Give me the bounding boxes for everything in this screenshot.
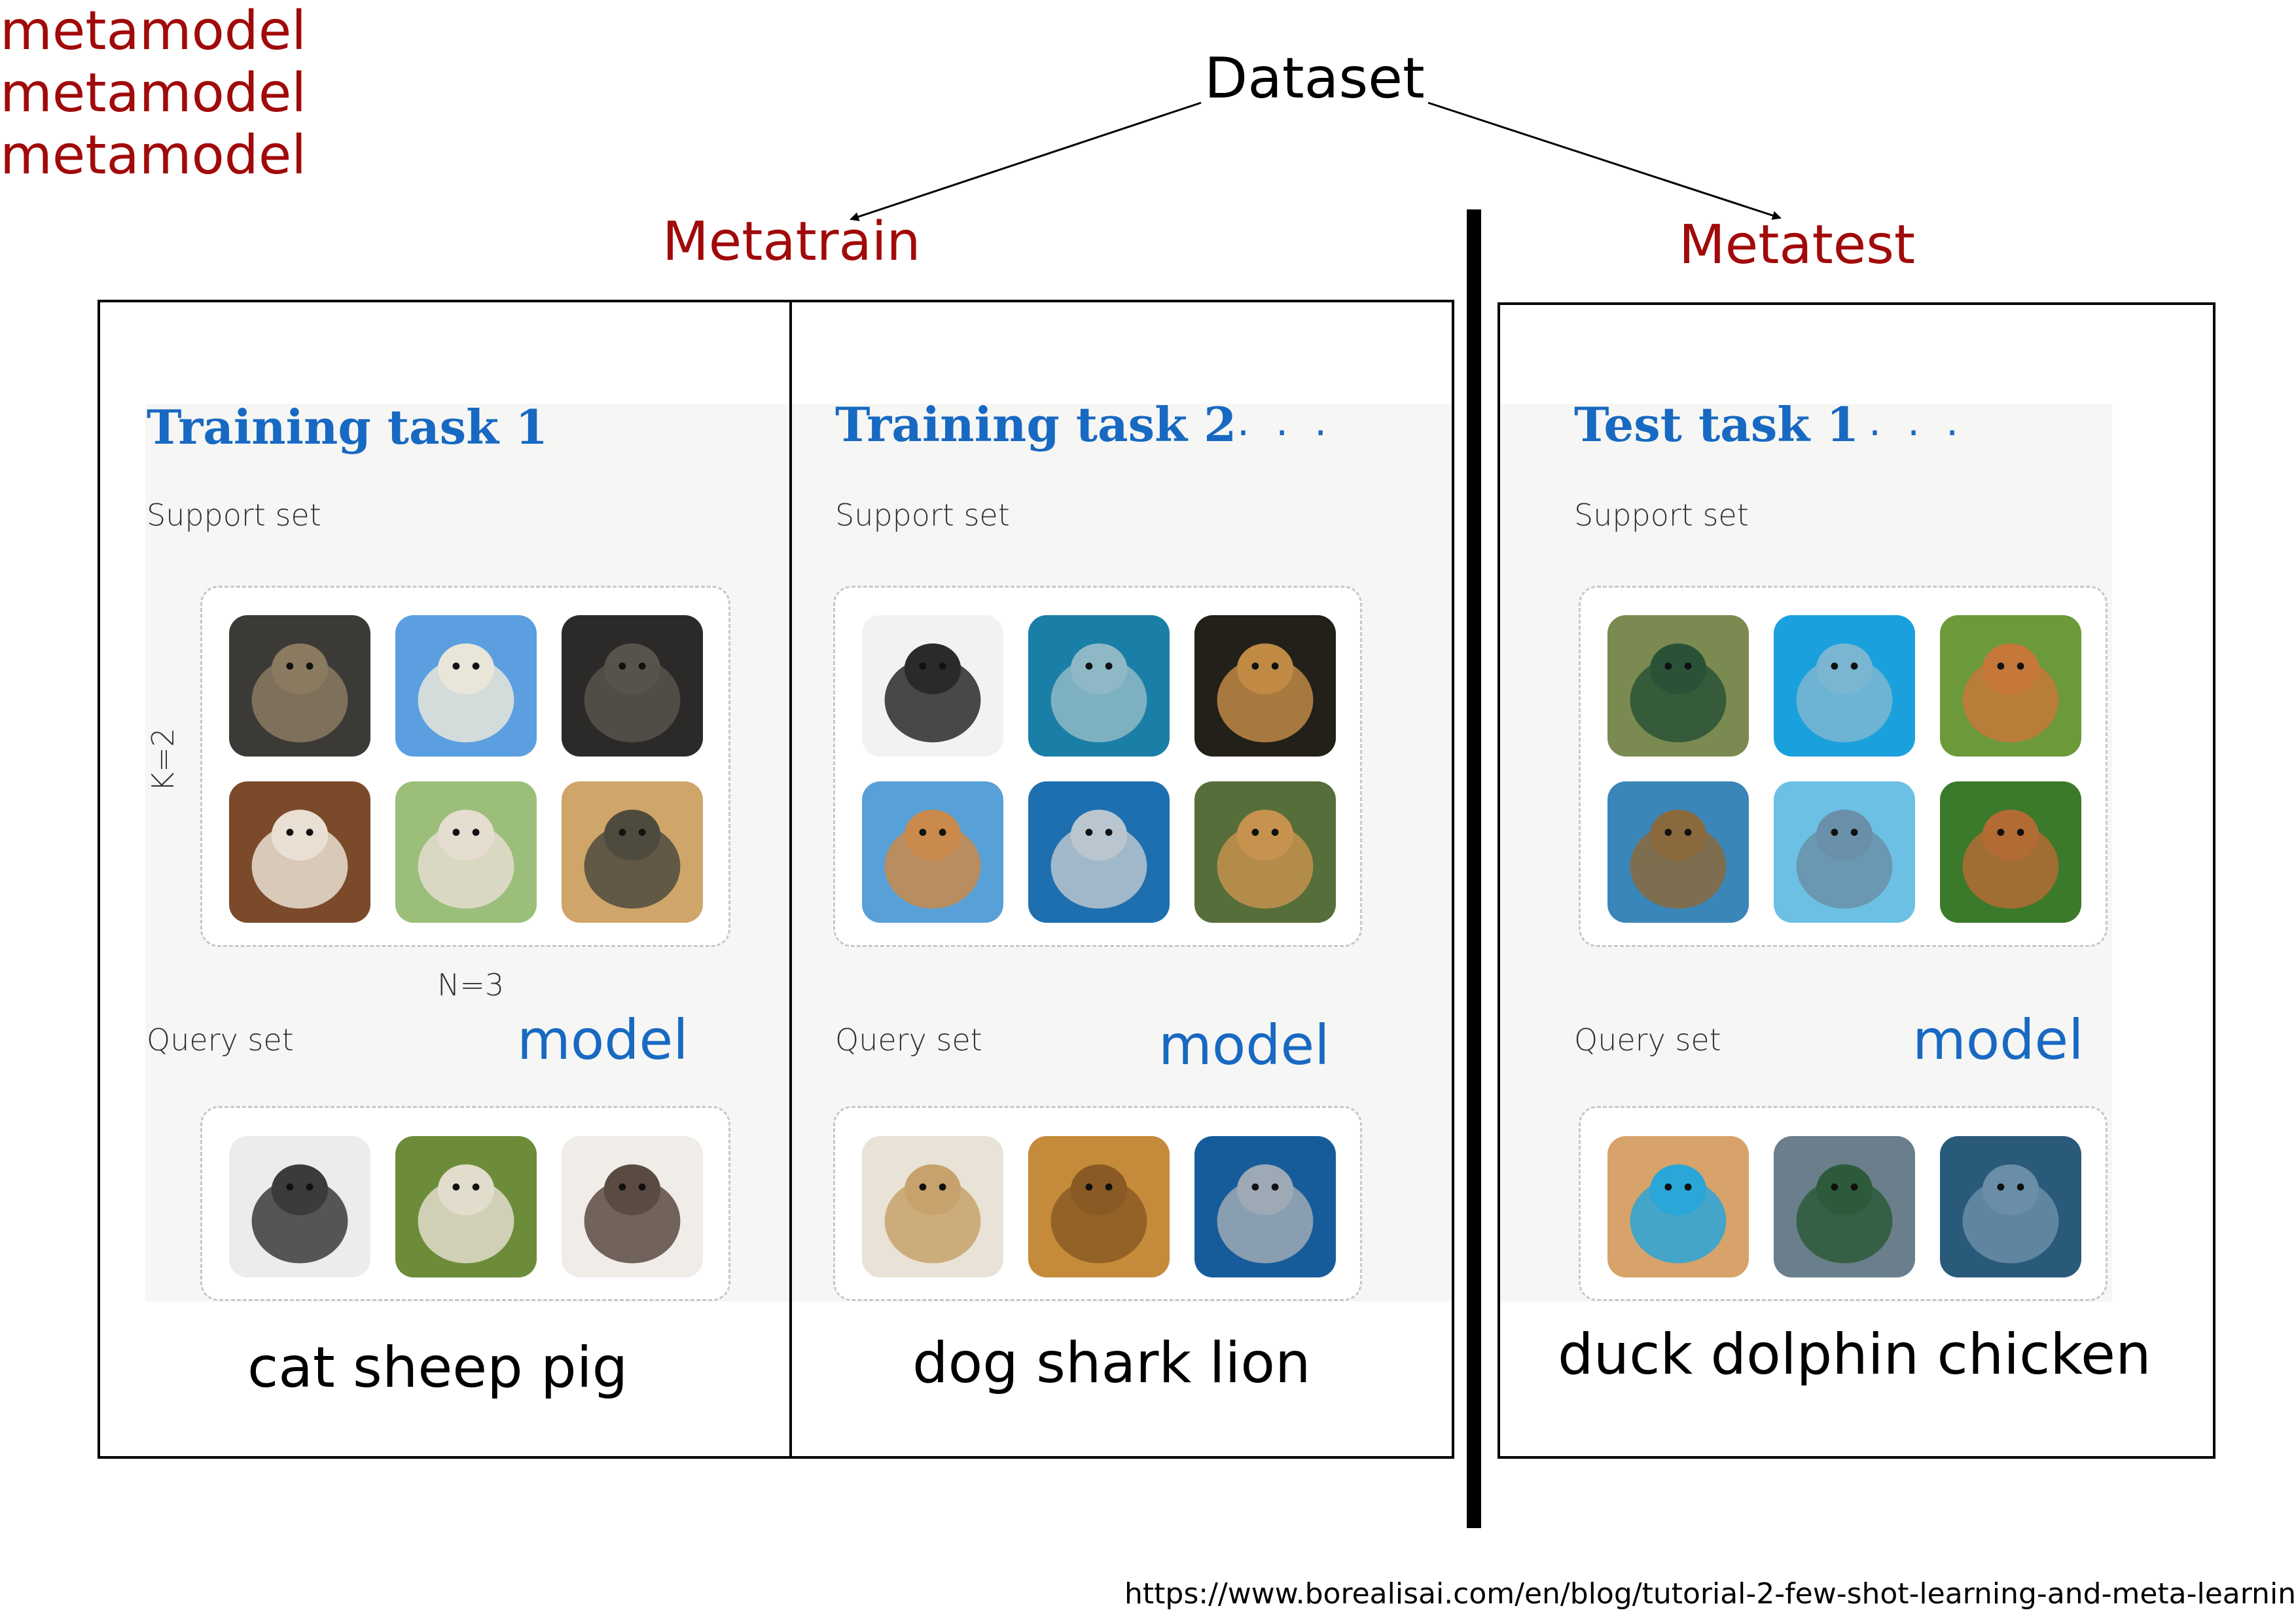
metamodel-label-1: metamodel [0, 0, 307, 62]
dolphin-photo [1607, 1136, 1749, 1277]
query-set-label-2: Query set [835, 1022, 982, 1058]
pig-photo [229, 1136, 370, 1277]
cat-photo [229, 781, 370, 923]
metatrain-label: Metatrain [662, 211, 921, 273]
query-set-label-3: Query set [1574, 1022, 1721, 1058]
chicken-photo [1940, 781, 2081, 923]
shark-photo [1028, 615, 1170, 757]
class-names-1: cat sheep pig [247, 1335, 628, 1400]
cat-photo [562, 1136, 703, 1277]
task-box-3 [1498, 302, 2215, 1459]
lion-photo [1194, 615, 1336, 757]
duck-photo [1774, 1136, 1915, 1277]
metatrain-metatest-divider [1467, 209, 1481, 1528]
task-title-2: Training task 2 [835, 397, 1237, 452]
class-names-3: duck dolphin chicken [1558, 1322, 2151, 1387]
support-set-label-2: Support set [835, 497, 1010, 533]
support-set-label-3: Support set [1574, 497, 1749, 533]
metamodel-label-2: metamodel [0, 62, 307, 124]
sheep-photo [395, 781, 537, 923]
lion-photo [1028, 1136, 1170, 1277]
dog-photo [862, 615, 1003, 757]
dolphin-photo [1940, 1136, 2081, 1277]
k-label: K=2 [145, 728, 181, 792]
duck-photo [1607, 781, 1749, 923]
shark-photo [1194, 1136, 1336, 1277]
dolphin-photo [1774, 615, 1915, 757]
arrow-to-metatest [1427, 101, 1782, 220]
chicken-photo [1940, 615, 2081, 757]
dataset-arrows [850, 101, 1782, 221]
sheep-photo [395, 1136, 537, 1277]
metamodel-label-3: metamodel [0, 124, 307, 187]
dog-photo [862, 781, 1003, 923]
pig-photo [562, 781, 703, 923]
model-label-3: model [1912, 1008, 2084, 1072]
task-title-3: Test task 1 [1574, 397, 1859, 452]
model-label-2: model [1158, 1013, 1330, 1077]
arrow-to-metatrain [850, 101, 1202, 221]
sheep-photo [395, 615, 537, 757]
dolphin-photo [1774, 781, 1915, 923]
metatest-label: Metatest [1679, 214, 1916, 276]
n-label: N=3 [437, 967, 505, 1003]
model-label-1: model [517, 1008, 689, 1072]
source-url[interactable]: https://www.borealisai.com/en/blog/tutor… [1124, 1577, 2296, 1611]
ellipsis-dots-2: ... [1237, 399, 1354, 445]
support-set-label-1: Support set [147, 497, 321, 533]
ellipsis-dots-3: ... [1869, 399, 1985, 445]
query-set-label-1: Query set [147, 1022, 294, 1058]
class-names-2: dog shark lion [912, 1330, 1311, 1396]
lion-photo [1194, 781, 1336, 923]
shark-photo [1028, 781, 1170, 923]
task-box-2 [789, 300, 1454, 1459]
lion-photo [862, 1136, 1003, 1277]
cat-photo [229, 615, 370, 757]
duck-photo [1607, 615, 1749, 757]
task-title-1: Training task 1 [147, 399, 548, 455]
pig-photo [562, 615, 703, 757]
dataset-label: Dataset [1204, 46, 1425, 111]
